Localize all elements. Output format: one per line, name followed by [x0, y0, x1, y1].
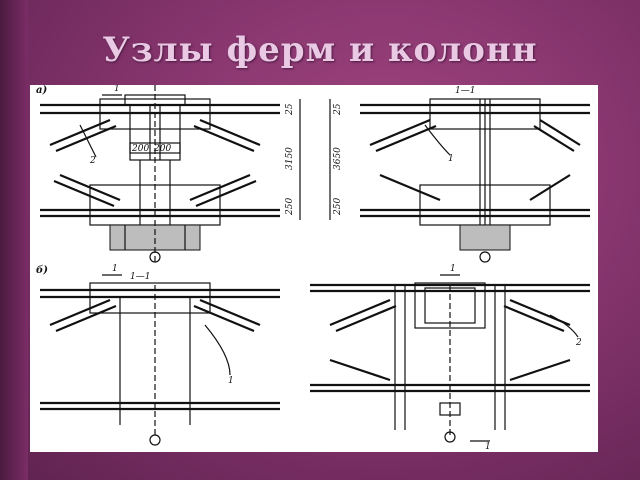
- panel-b-callout-1: 1: [228, 376, 234, 386]
- panel-a-dim-250: 250: [285, 198, 295, 216]
- panel-b-right-mark-top: 1: [450, 264, 456, 274]
- panel-b-right-mark-bottom: 1: [485, 442, 491, 452]
- truss-column-nodes-drawing: а) 1 200 200 2: [36, 85, 590, 452]
- engineering-drawing: а) 1 200 200 2: [30, 85, 598, 452]
- panel-a-callout-1: 1: [448, 154, 454, 164]
- panel-b-left: б) 1 1—1 1: [36, 264, 280, 446]
- panel-a-dim-25: 25: [285, 103, 295, 116]
- panel-a-right: 1—1 25 3650 250 1: [329, 86, 590, 263]
- panel-b-letter: б): [36, 265, 48, 276]
- panel-a-dim-3150: 3150: [285, 147, 295, 170]
- panel-a-section-mark: 1: [114, 85, 120, 94]
- panel-a-letter: а): [36, 85, 47, 96]
- panel-a-section-title: 1—1: [455, 86, 475, 96]
- panel-a-right-dim-250: 250: [333, 198, 343, 216]
- panel-a-callout-2: 2: [89, 156, 96, 166]
- panel-a-dim-200b: 200: [153, 144, 171, 154]
- panel-b-section-mark: 1: [112, 264, 118, 274]
- slide-title: Узлы ферм и колонн: [102, 30, 538, 70]
- slide-left-strip: [0, 0, 28, 480]
- panel-a-right-dim-3650: 3650: [333, 147, 343, 170]
- panel-b-right: 1 2 1: [310, 264, 590, 452]
- panel-a-right-dim-25: 25: [333, 103, 343, 116]
- panel-a-left: а) 1 200 200 2: [36, 85, 301, 263]
- panel-b-callout-2: 2: [575, 338, 582, 348]
- panel-b-section-title: 1—1: [130, 272, 150, 282]
- panel-a-dim-200a: 200: [131, 144, 149, 154]
